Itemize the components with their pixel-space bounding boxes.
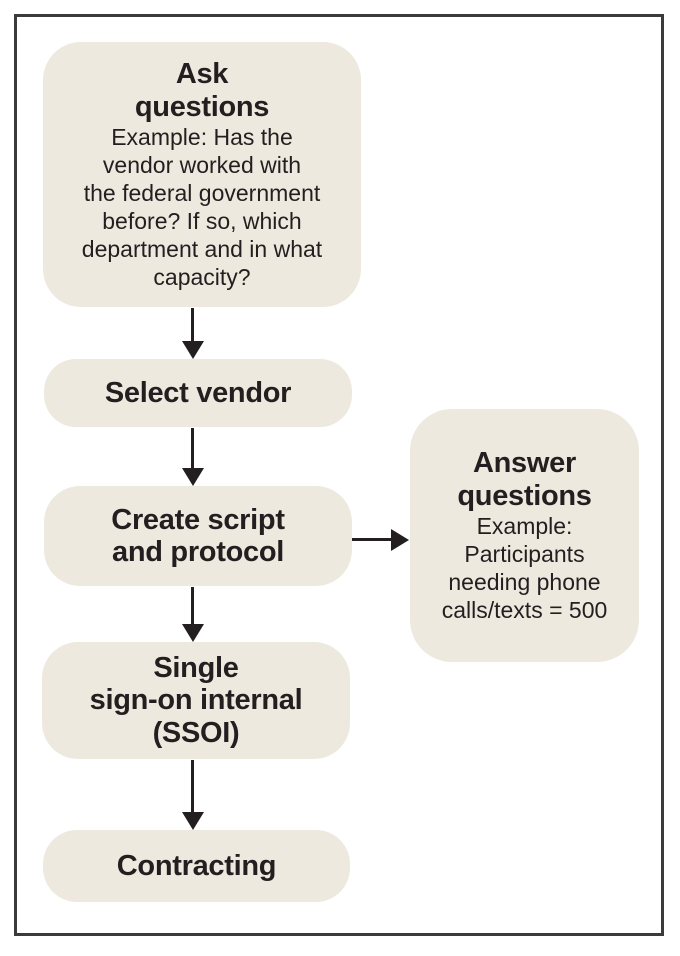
arrow-right-create-to-answer	[352, 538, 391, 541]
diagram-frame	[14, 14, 664, 936]
flow-node-select-vendor: Select vendor	[44, 359, 352, 427]
arrow-down-ask-to-select	[191, 308, 194, 341]
node-title: Contracting	[116, 849, 277, 882]
arrow-down-ssoi-to-contracting	[191, 760, 194, 812]
flow-node-create-script: Create script and protocol	[44, 486, 352, 586]
flow-node-ssoi: Single sign-on internal (SSOI)	[42, 642, 350, 759]
node-title: Select vendor	[104, 376, 292, 409]
flow-node-ask-questions: Ask questions Example: Has the vendor wo…	[43, 42, 361, 307]
node-title: Ask questions	[134, 58, 270, 123]
node-title: Create script and protocol	[111, 503, 285, 569]
flow-node-answer-questions: Answer questions Example: Participants n…	[410, 409, 639, 662]
node-title: Single sign-on internal (SSOI)	[89, 651, 303, 749]
node-title: Answer questions	[457, 447, 592, 512]
arrow-down-create-to-ssoi	[191, 587, 194, 624]
node-body: Example: Participants needing phone call…	[441, 513, 608, 623]
arrow-down-select-to-create	[191, 428, 194, 468]
flow-node-contracting: Contracting	[43, 830, 350, 902]
node-body: Example: Has the vendor worked with the …	[81, 124, 323, 290]
